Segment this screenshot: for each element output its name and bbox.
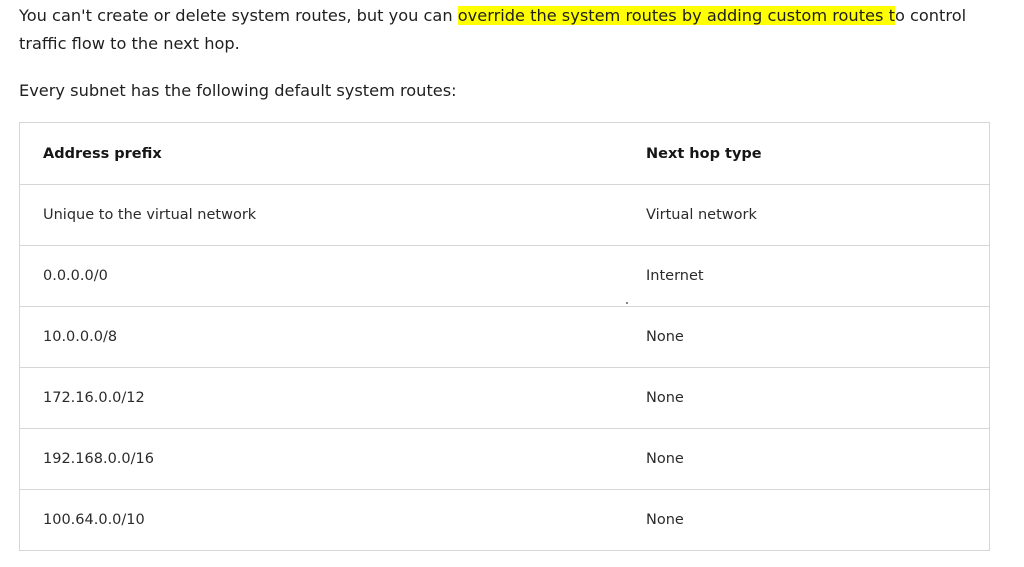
address-prefix-cell: 192.168.0.0/16 — [43, 451, 154, 467]
next-hop-type-cell: None — [646, 329, 684, 345]
table-row: 100.64.0.0/10 None — [20, 489, 989, 550]
next-hop-type-cell: None — [646, 512, 684, 528]
address-prefix-cell: 172.16.0.0/12 — [43, 390, 145, 406]
next-hop-type-cell: None — [646, 390, 684, 406]
address-prefix-cell: 10.0.0.0/8 — [43, 329, 118, 345]
header-next-hop-type: Next hop type — [646, 145, 762, 162]
table-row: 192.168.0.0/16 None — [20, 428, 989, 489]
next-hop-type-cell: Internet — [646, 268, 704, 284]
intro-paragraph: You can't create or delete system routes… — [19, 2, 1009, 58]
table-row: 10.0.0.0/8 None — [20, 306, 989, 367]
table-header-row: Address prefix Next hop type — [20, 123, 989, 184]
highlighted-text: override the system routes by adding cus… — [457, 6, 895, 25]
next-hop-type-cell: None — [646, 451, 684, 467]
table-row: 0.0.0.0/0 Internet — [20, 245, 989, 306]
table-row: 172.16.0.0/12 None — [20, 367, 989, 428]
intro-text-after: o control traffic flow to the next hop. — [19, 6, 967, 53]
cursor-dot — [626, 302, 628, 304]
system-routes-table: Address prefix Next hop type Unique to t… — [19, 122, 990, 551]
address-prefix-cell: Unique to the virtual network — [43, 207, 257, 223]
header-address-prefix: Address prefix — [43, 145, 162, 162]
address-prefix-cell: 0.0.0.0/0 — [43, 268, 108, 284]
address-prefix-cell: 100.64.0.0/10 — [43, 512, 145, 528]
intro-text-before: You can't create or delete system routes… — [19, 6, 458, 25]
table-row: Unique to the virtual network Virtual ne… — [20, 184, 989, 245]
next-hop-type-cell: Virtual network — [646, 207, 757, 223]
lead-paragraph: Every subnet has the following default s… — [19, 81, 457, 100]
